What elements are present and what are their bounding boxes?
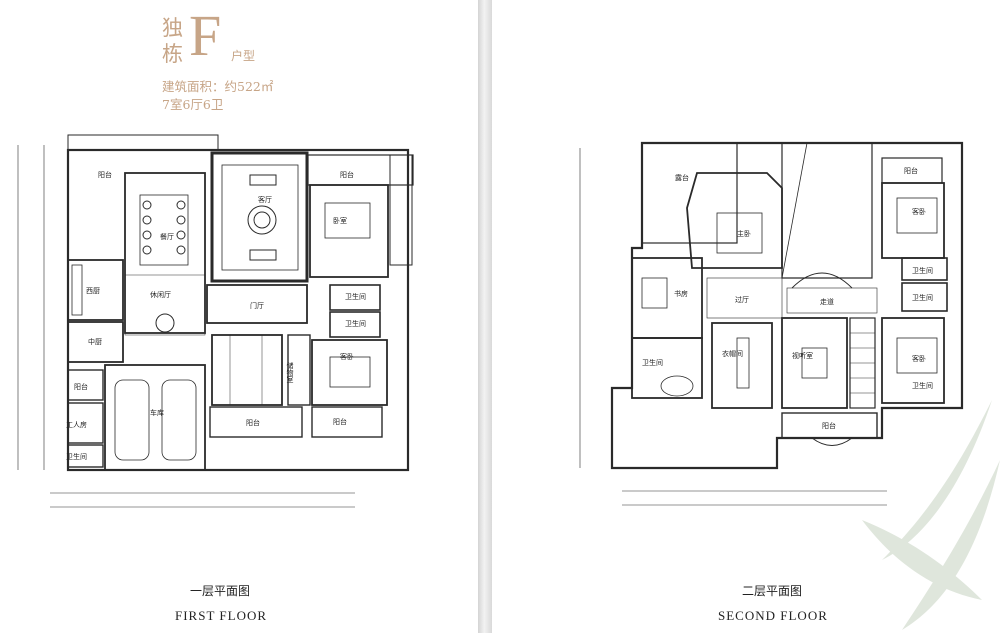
first-floor-caption-en: FIRST FLOOR bbox=[175, 608, 268, 623]
fl2-balcony-tr: 阳台 bbox=[904, 166, 918, 175]
fl1-dining: 餐厅 bbox=[160, 232, 174, 241]
fl2-bath-1: 卫生间 bbox=[912, 266, 933, 275]
fl1-bedroom: 卧室 bbox=[333, 216, 347, 225]
first-floor-caption-zh: 一层平面图 bbox=[190, 584, 251, 598]
fl2-master-bedroom: 主卧 bbox=[737, 229, 751, 238]
fl2-terrace: 露台 bbox=[675, 173, 689, 182]
room-count: 7室6厅6卫 bbox=[162, 97, 224, 112]
floor-area: 建筑面积：约522㎡ bbox=[162, 79, 274, 94]
title-suffix: 户型 bbox=[231, 49, 256, 63]
leaf-watermark-icon bbox=[862, 400, 1000, 630]
fl1-chinese-kitchen: 中厨 bbox=[88, 337, 102, 346]
fl2-bath-2: 卫生间 bbox=[912, 293, 933, 302]
fl1-garage: 车库 bbox=[150, 408, 164, 417]
fl2-audio-room: 视听室 bbox=[792, 351, 813, 360]
title-char-1: 独 bbox=[162, 16, 183, 40]
title-letter: F bbox=[189, 3, 222, 68]
fl1-balcony-tr: 阳台 bbox=[340, 170, 354, 179]
fl2-corridor-1: 过厅 bbox=[735, 295, 749, 304]
fl1-worker-room: 工人房 bbox=[66, 420, 87, 429]
fl2-guest-bedroom-1: 客卧 bbox=[912, 207, 926, 216]
fl1-storage: 储物室 bbox=[286, 361, 294, 383]
left-page: 独 栋 F 户型 建筑面积：约522㎡ 7室6厅6卫 bbox=[0, 0, 478, 633]
fl2-guest-bedroom-2: 客卧 bbox=[912, 354, 926, 363]
title-char-2: 栋 bbox=[162, 42, 183, 66]
fl2-closet: 衣帽间 bbox=[722, 349, 743, 358]
fl1-balcony-l: 阳台 bbox=[74, 382, 88, 391]
right-page: 露台 主卧 阳台 客卧 书房 卫生间 过厅 走道 卫生间 卫生间 衣帽间 视听室… bbox=[492, 0, 1000, 633]
second-floor-caption-en: SECOND FLOOR bbox=[718, 608, 828, 623]
first-floor-plan: 阳台 餐厅 客厅 阳台 卧室 西厨 休闲厅 卫生间 门厅 卫生间 中厨 储物室 … bbox=[17, 134, 414, 508]
fl1-guest-room: 客卧 bbox=[340, 352, 354, 361]
second-floor-caption-zh: 二层平面图 bbox=[742, 584, 803, 598]
fl1-balcony-tl: 阳台 bbox=[98, 170, 112, 179]
book-gutter bbox=[478, 0, 492, 633]
fl1-balcony-bottom: 阳台 bbox=[246, 418, 260, 427]
fl1-leisure-hall: 休闲厅 bbox=[150, 290, 171, 299]
fl1-bath-1: 卫生间 bbox=[345, 292, 366, 301]
fl1-balcony-r: 阳台 bbox=[333, 417, 347, 426]
fl2-bath-3: 卫生间 bbox=[912, 381, 933, 390]
second-floor-plan: 露台 主卧 阳台 客卧 书房 卫生间 过厅 走道 卫生间 卫生间 衣帽间 视听室… bbox=[579, 141, 964, 506]
fl1-living: 客厅 bbox=[258, 195, 272, 204]
fl1-west-kitchen: 西厨 bbox=[86, 287, 100, 295]
fl2-bath-left: 卫生间 bbox=[642, 358, 663, 367]
fl1-foyer: 门厅 bbox=[250, 301, 264, 310]
fl2-study: 书房 bbox=[674, 289, 688, 298]
fl2-balcony-bottom: 阳台 bbox=[822, 421, 836, 430]
fl1-bath-2: 卫生间 bbox=[345, 319, 366, 328]
fl1-bath-3: 卫生间 bbox=[66, 452, 87, 461]
fl2-corridor-2: 走道 bbox=[820, 297, 834, 306]
